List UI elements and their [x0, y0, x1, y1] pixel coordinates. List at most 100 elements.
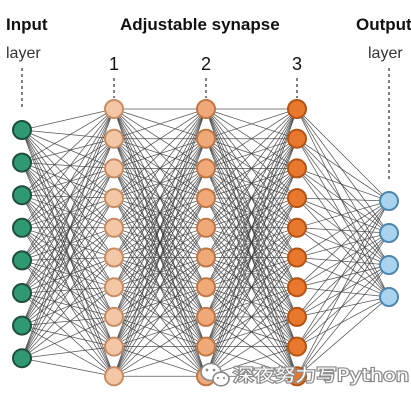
- synapse-edge: [21, 129, 115, 169]
- synapse-edge: [296, 138, 390, 266]
- input-node-7: [12, 315, 32, 336]
- synapse-edge: [21, 108, 115, 294]
- input-layer-title: Input: [6, 15, 48, 34]
- synapse-edge: [21, 286, 115, 294]
- synapse-edge: [296, 232, 390, 258]
- synapse-edge: [296, 232, 390, 318]
- synapse-edge: [296, 227, 390, 234]
- output-layer-subtitle: layer: [368, 45, 403, 62]
- synapse-edge: [21, 260, 115, 318]
- synapse-edge: [21, 292, 115, 347]
- synapse-edge: [21, 195, 115, 377]
- synapse-edge: [21, 129, 115, 199]
- synapse-edge: [21, 260, 115, 347]
- synapse-edge: [296, 264, 390, 347]
- synapse-edge: [21, 138, 115, 229]
- synapse-edge: [296, 227, 390, 266]
- synapse-edge: [21, 138, 115, 261]
- hidden-layer-number-3: 3: [292, 54, 302, 74]
- synapse-edge: [21, 292, 115, 377]
- synapse-edge: [21, 168, 115, 261]
- synapse-edge: [21, 162, 115, 377]
- synapse-edge: [21, 168, 115, 294]
- output-layer-title: Output: [356, 15, 411, 34]
- synapse-edge: [21, 197, 115, 326]
- synapse-edge: [21, 129, 115, 347]
- synapse-edge: [296, 168, 390, 202]
- hidden-3-node-7: [287, 277, 307, 298]
- synapse-edge: [21, 162, 115, 229]
- synapse-edge: [21, 227, 115, 326]
- synapse-edge: [205, 108, 298, 347]
- synapse-edge: [21, 257, 115, 326]
- input-node-4: [12, 217, 32, 238]
- synapse-edge: [296, 168, 390, 298]
- synapse-edge: [21, 138, 115, 196]
- synapse-edge: [296, 200, 390, 258]
- synapse-edge: [21, 357, 115, 377]
- synapse-edge: [205, 108, 298, 229]
- hidden-layer-number-2: 2: [201, 54, 211, 74]
- synapse-edge: [296, 197, 390, 234]
- synapse-edge: [21, 138, 115, 326]
- synapse-edge: [205, 138, 298, 377]
- synapse-edge: [21, 257, 115, 359]
- hidden-1-node-4: [104, 188, 124, 209]
- synapse-edge: [21, 108, 115, 326]
- synapse-edge: [21, 260, 115, 288]
- synapse-edge: [113, 346, 207, 377]
- synapse-edge: [205, 257, 298, 377]
- synapse-edge: [21, 108, 115, 196]
- synapse-edge: [296, 296, 390, 318]
- synapse-edge: [21, 227, 115, 294]
- synapse-edge: [21, 108, 115, 359]
- synapse-edge: [21, 162, 115, 169]
- synapse-edge: [113, 108, 207, 199]
- synapse-edge: [113, 316, 207, 377]
- synapse-edge: [205, 227, 298, 377]
- synapse-edge: [113, 108, 207, 318]
- synapse-edge: [21, 325, 115, 377]
- hidden-1-node-7: [104, 277, 124, 298]
- synapse-edge: [21, 227, 115, 377]
- synapse-edge: [296, 264, 390, 288]
- synapse-edge: [296, 108, 390, 234]
- hidden-1-node-1: [104, 99, 124, 119]
- synapse-edge: [296, 197, 390, 202]
- synapse-edge: [296, 197, 390, 266]
- output-node-2: [379, 223, 399, 243]
- synapse-edge: [296, 200, 390, 347]
- synapse-edge: [21, 138, 115, 163]
- synapse-edge: [296, 138, 390, 202]
- synapse-edge: [21, 197, 115, 359]
- synapse-edge: [296, 168, 390, 234]
- synapse-edge: [21, 168, 115, 326]
- synapse-edge: [296, 286, 390, 298]
- synapse-edge: [21, 108, 115, 229]
- synapse-edge: [21, 108, 115, 261]
- hidden-1-node-3: [104, 158, 124, 179]
- synapse-edge: [296, 232, 390, 377]
- hidden-2-node-3: [196, 158, 216, 179]
- synapse-edge: [205, 108, 298, 258]
- synapse-edge: [21, 108, 115, 131]
- synapse-edge: [21, 138, 115, 294]
- synapse-edge: [21, 194, 115, 258]
- synapse-edge: [21, 325, 115, 347]
- hidden-layer-number-1: 1: [109, 54, 119, 74]
- input-node-8: [12, 348, 32, 369]
- synapse-edge: [21, 138, 115, 359]
- synapse-edge: [21, 194, 115, 199]
- synapse-edge: [21, 162, 115, 258]
- synapse-edge: [21, 168, 115, 229]
- synapse-edge: [296, 200, 390, 288]
- synapse-edge: [21, 162, 115, 199]
- synapse-edge: [21, 168, 115, 359]
- input-node-3: [12, 185, 32, 206]
- adjustable-synapse-title: Adjustable synapse: [120, 15, 280, 34]
- synapse-edge: [205, 108, 298, 140]
- synapse-edge: [113, 108, 207, 288]
- hidden-1-node-8: [104, 306, 124, 327]
